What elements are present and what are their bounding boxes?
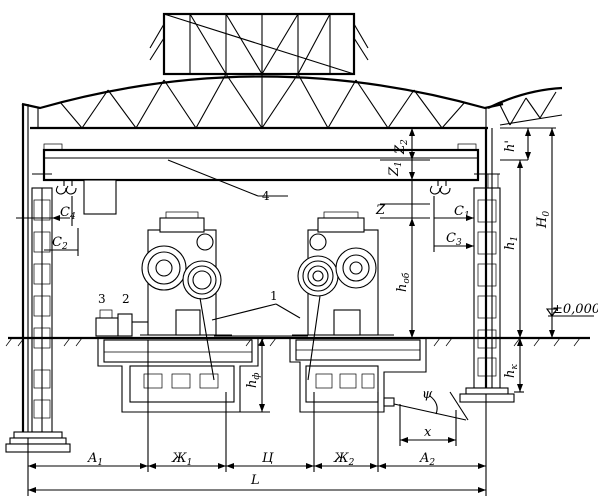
auxiliary-drive bbox=[95, 309, 148, 337]
callout-2: 2 bbox=[122, 292, 130, 306]
label-A2: A2 bbox=[419, 451, 435, 468]
label-h-f: hф bbox=[245, 373, 262, 388]
label-Z1: Z1 bbox=[387, 161, 404, 177]
label-C1: C1 bbox=[454, 204, 470, 221]
left-column bbox=[5, 104, 71, 453]
label-x: x bbox=[424, 425, 432, 440]
foundation-right bbox=[289, 338, 427, 413]
right-column bbox=[459, 128, 515, 403]
label-h-ob: hоб bbox=[395, 272, 412, 292]
dimension-lines bbox=[16, 127, 594, 496]
label-h-k: hк bbox=[503, 364, 520, 378]
label-L: L bbox=[250, 473, 260, 488]
label-ZH2: Ж2 bbox=[333, 451, 355, 468]
label-Z2: Z2 bbox=[393, 139, 410, 155]
label-C4: C4 bbox=[60, 205, 76, 222]
label-TS: Ц bbox=[262, 451, 274, 466]
mill-stand-right bbox=[292, 211, 394, 336]
callout-1: 1 bbox=[270, 289, 278, 303]
callout-4: 4 bbox=[262, 189, 270, 203]
label-C3: C3 bbox=[446, 231, 462, 248]
roof-truss bbox=[21, 60, 563, 130]
label-C2: C2 bbox=[52, 235, 68, 252]
callout-3: 3 bbox=[98, 292, 106, 306]
label-Z: Z bbox=[375, 203, 386, 218]
labels: L A1 A2 Ж1 Ж2 Ц x ψ C4 C2 C1 C3 Z Z1 Z2 … bbox=[52, 139, 598, 488]
mill-stand-left bbox=[140, 211, 232, 336]
ground-line bbox=[5, 336, 590, 347]
label-h-prime: h' bbox=[503, 140, 518, 152]
label-ZH1: Ж1 bbox=[171, 451, 192, 468]
roof-lantern bbox=[149, 12, 369, 76]
label-h1: h1 bbox=[503, 236, 520, 250]
label-psi: ψ bbox=[422, 387, 433, 402]
strip-lines bbox=[199, 295, 321, 381]
label-level: ±0,000 bbox=[552, 302, 598, 317]
label-A1: A1 bbox=[87, 451, 103, 468]
label-H0: H0 bbox=[535, 211, 552, 229]
overhead-crane bbox=[42, 143, 480, 215]
foundation-left bbox=[97, 338, 259, 413]
